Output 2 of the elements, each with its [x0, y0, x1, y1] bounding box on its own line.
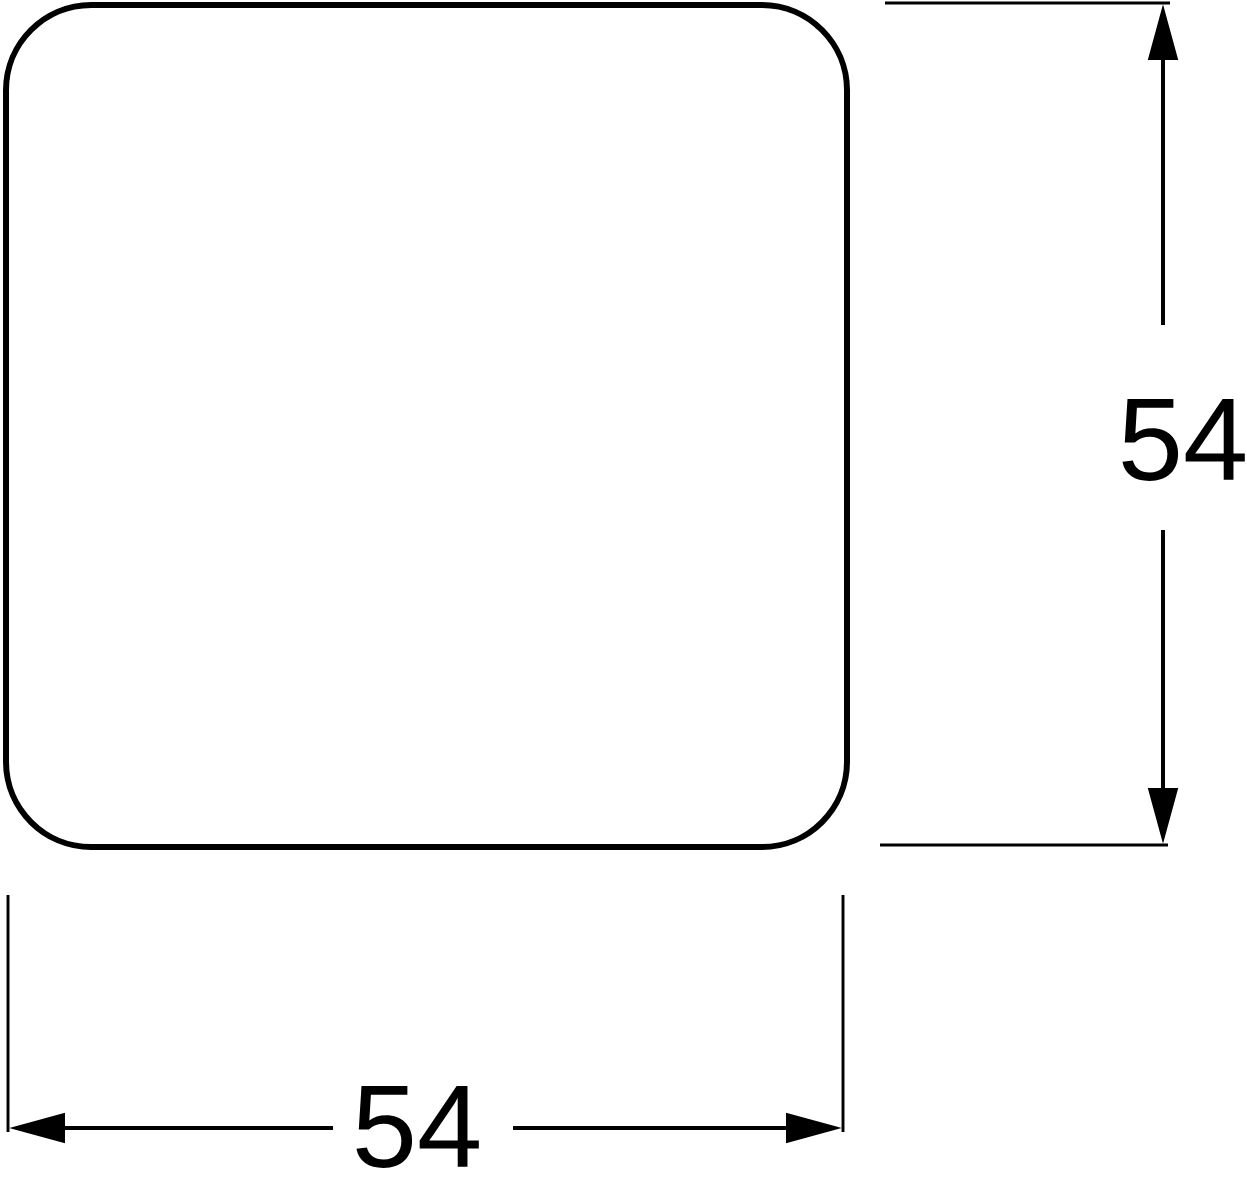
- dimension-label: 54: [1122, 399, 1245, 481]
- dimension-label: 54: [356, 1086, 479, 1168]
